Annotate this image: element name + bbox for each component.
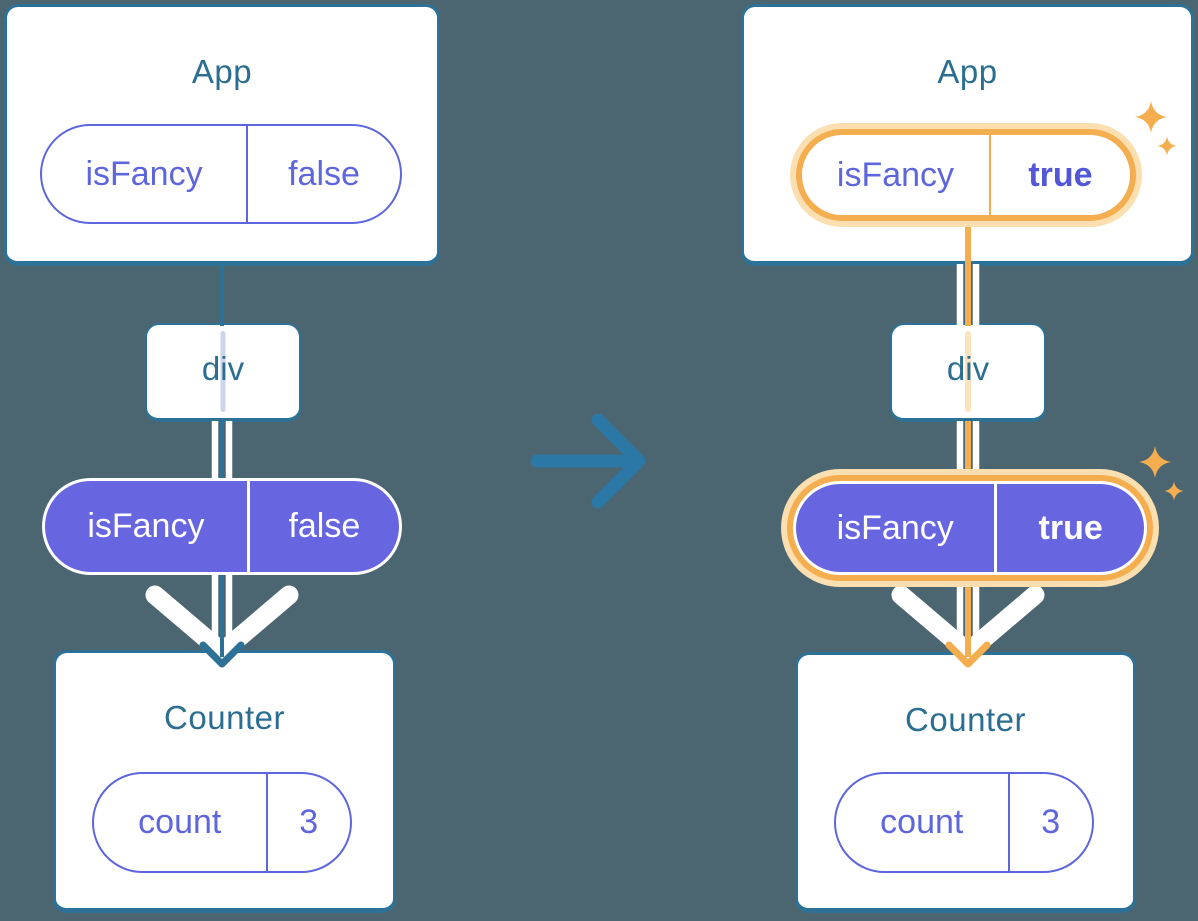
- state-name: count: [880, 803, 964, 841]
- prop-value: true: [994, 484, 1144, 572]
- passed-prop-pill-highlighted: isFancy true: [793, 481, 1147, 575]
- prop-value: false: [246, 481, 399, 572]
- state-value: 3: [1007, 774, 1092, 871]
- prop-value: false: [246, 126, 400, 222]
- passed-prop-pill: isFancy false: [42, 478, 402, 575]
- prop-pipe: [211, 421, 233, 480]
- app-title: App: [191, 53, 253, 90]
- prop-pill-highlighted: isFancy true: [796, 129, 1136, 221]
- div-card: div: [890, 323, 1046, 422]
- prop-value: true: [988, 135, 1130, 215]
- div-label: div: [201, 350, 245, 387]
- counter-title: Counter: [905, 701, 1026, 738]
- down-arrowhead-icon: [199, 641, 245, 668]
- right-arrow-icon: [530, 413, 646, 509]
- sparkle-icon: [1135, 101, 1167, 133]
- state-pill: count 3: [834, 772, 1094, 873]
- sparkle-icon: [1164, 481, 1184, 501]
- prop-pipe: [956, 421, 980, 480]
- sparkle-small: [1157, 136, 1177, 156]
- prop-pill: isFancy false: [40, 124, 402, 224]
- state-name: count: [138, 803, 222, 841]
- down-arrowhead-icon: [945, 641, 991, 668]
- prop-stripe: [965, 331, 971, 412]
- prop-name: isFancy: [836, 155, 955, 194]
- prop-stripe: [220, 331, 226, 412]
- prop-arrow: [145, 572, 299, 668]
- prop-name: isFancy: [87, 507, 205, 545]
- arrow-head: [591, 413, 646, 509]
- prop-name: isFancy: [836, 508, 954, 547]
- state-pill: count 3: [92, 772, 352, 873]
- counter-title: Counter: [164, 699, 285, 736]
- prop-name: isFancy: [85, 154, 203, 193]
- div-label: div: [946, 350, 990, 387]
- div-card: div: [145, 323, 301, 422]
- prop-pipe: [956, 264, 980, 326]
- sparkle-big: [1139, 446, 1171, 478]
- state-value: 3: [265, 774, 350, 871]
- sparkle-big: [1135, 101, 1167, 133]
- prop-arrow: [891, 572, 1045, 668]
- sparkle-small: [1164, 481, 1184, 501]
- sparkle-icon: [1157, 136, 1177, 156]
- sparkle-icon: [1139, 446, 1171, 478]
- app-title: App: [937, 53, 998, 90]
